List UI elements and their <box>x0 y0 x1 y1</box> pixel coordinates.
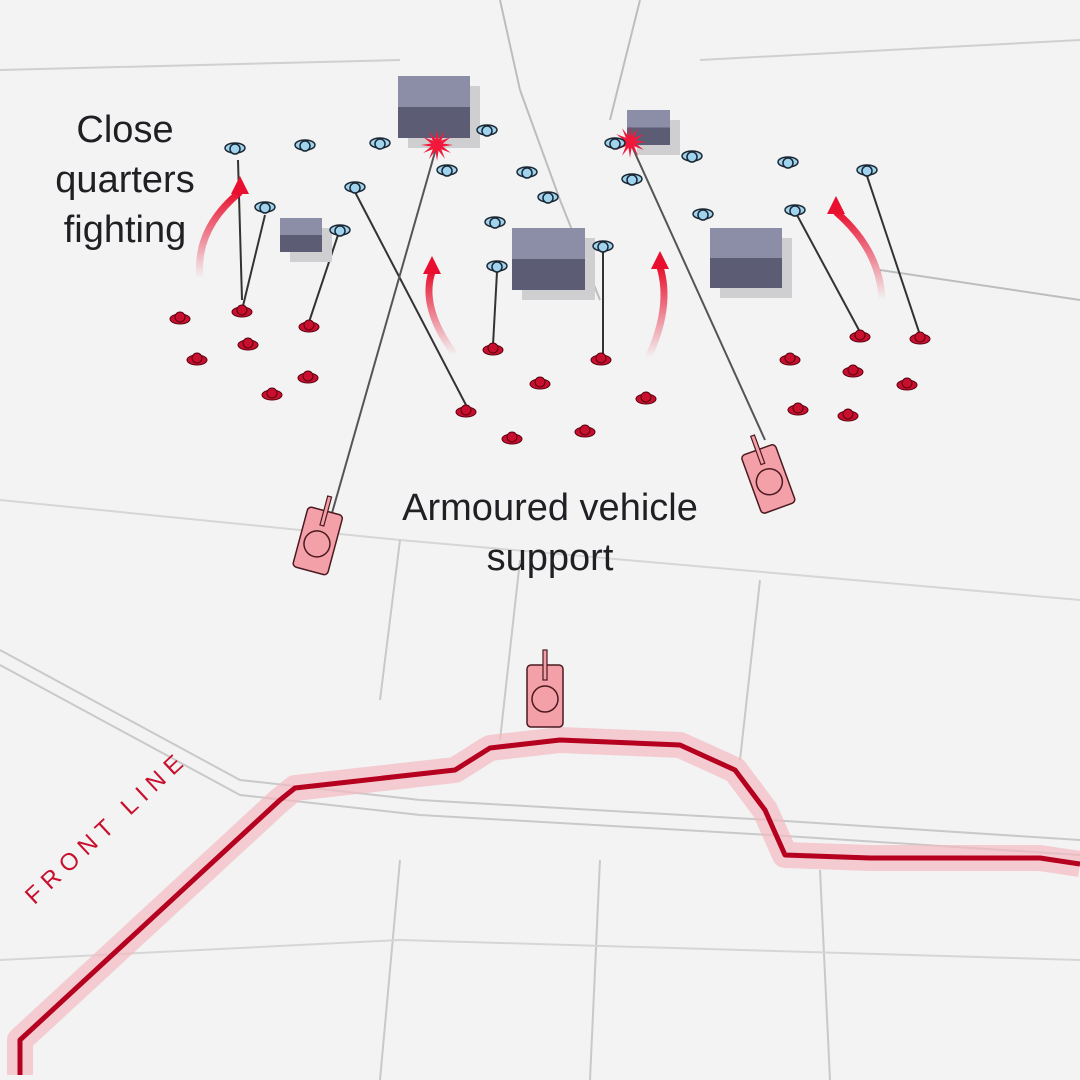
defender-soldier-icon <box>516 166 538 179</box>
advance-arrows <box>196 176 886 360</box>
defender-soldier-icon <box>604 137 626 150</box>
tanks <box>292 434 796 728</box>
defender-soldier-icon <box>592 240 614 253</box>
sight-line <box>241 214 266 311</box>
building-icon <box>280 218 332 262</box>
fire-lines <box>237 141 921 521</box>
attacker-soldier-icon <box>261 387 283 401</box>
defender-soldier-icon <box>537 191 559 204</box>
close-quarters-label: Close quarters fighting <box>55 109 195 251</box>
armoured-support-label: Armoured vehicle support <box>402 487 698 579</box>
building-icon <box>710 228 792 298</box>
attacker-soldier-icon <box>574 424 596 438</box>
attacker-soldier-icon <box>501 431 523 445</box>
tank-fire-line <box>629 141 766 441</box>
attacker-soldier-icon <box>297 370 319 384</box>
defender-soldier-icon <box>486 260 508 273</box>
defender-soldier-icon <box>436 164 458 177</box>
building-icon <box>627 110 680 155</box>
defender-soldier-icon <box>681 150 703 163</box>
soldiers <box>169 124 931 445</box>
advance-arrow-icon <box>423 256 458 358</box>
attacker-soldier-icon <box>482 342 504 356</box>
defender-soldier-icon <box>224 142 246 155</box>
attacker-soldier-icon <box>842 364 864 378</box>
attacker-soldier-icon <box>787 402 809 416</box>
tank-icon <box>526 649 564 728</box>
defender-soldier-icon <box>254 201 276 214</box>
tank-fire-line <box>329 144 438 521</box>
defender-soldier-icon <box>294 139 316 152</box>
attacker-soldier-icon <box>186 352 208 366</box>
defender-soldier-icon <box>856 164 878 177</box>
attacker-soldier-icon <box>909 331 931 345</box>
sight-line <box>308 234 339 323</box>
attacker-soldier-icon <box>237 337 259 351</box>
advance-arrow-icon <box>827 196 886 301</box>
sight-line <box>492 271 498 346</box>
attacker-soldier-icon <box>455 404 477 418</box>
attacker-soldier-icon <box>849 329 871 343</box>
defender-soldier-icon <box>621 173 643 186</box>
building-icon <box>398 76 480 148</box>
buildings <box>280 76 792 300</box>
attacker-soldier-icon <box>779 352 801 366</box>
attacker-soldier-icon <box>635 391 657 405</box>
attacker-soldier-icon <box>896 377 918 391</box>
attacker-soldier-icon <box>590 352 612 366</box>
attacker-soldier-icon <box>169 311 191 325</box>
advance-arrow-icon <box>196 176 249 279</box>
defender-soldier-icon <box>369 137 391 150</box>
advance-arrow-icon <box>644 251 669 360</box>
defender-soldier-icon <box>476 124 498 137</box>
tank-icon <box>741 434 796 514</box>
explosion-icon <box>614 126 646 158</box>
attacker-soldier-icon <box>298 319 320 333</box>
defender-soldier-icon <box>777 156 799 169</box>
attacker-soldier-icon <box>837 408 859 422</box>
defender-soldier-icon <box>784 204 806 217</box>
sight-line <box>354 191 467 406</box>
attacker-soldier-icon <box>529 376 551 390</box>
tank-icon <box>292 495 344 576</box>
sight-line <box>866 175 921 336</box>
explosion-icon <box>421 129 453 161</box>
front-line <box>7 727 1080 1075</box>
defender-soldier-icon <box>329 224 351 237</box>
defender-soldier-icon <box>692 208 714 221</box>
defender-soldier-icon <box>484 216 506 229</box>
building-icon <box>512 228 595 300</box>
sight-line <box>796 214 861 333</box>
defender-soldier-icon <box>344 181 366 194</box>
attacker-soldier-icon <box>231 304 253 318</box>
